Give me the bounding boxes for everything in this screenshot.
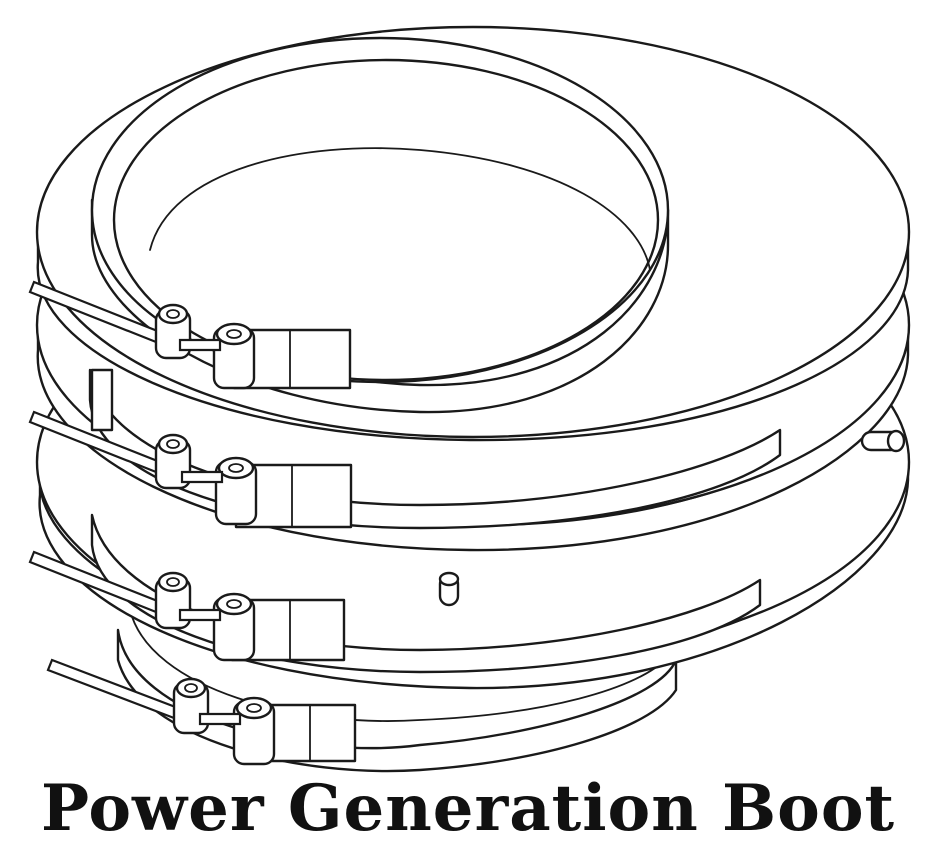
boot-illustration bbox=[0, 0, 936, 780]
top-collar-inner-shadow bbox=[150, 148, 650, 270]
alignment-pins bbox=[440, 431, 904, 605]
top-collar-inner-rim bbox=[114, 60, 658, 380]
clamp-hardware bbox=[30, 282, 274, 764]
band-2-strut bbox=[92, 370, 112, 430]
illustration-caption: Power Generation Boot bbox=[40, 771, 896, 846]
rod-4 bbox=[48, 660, 178, 718]
